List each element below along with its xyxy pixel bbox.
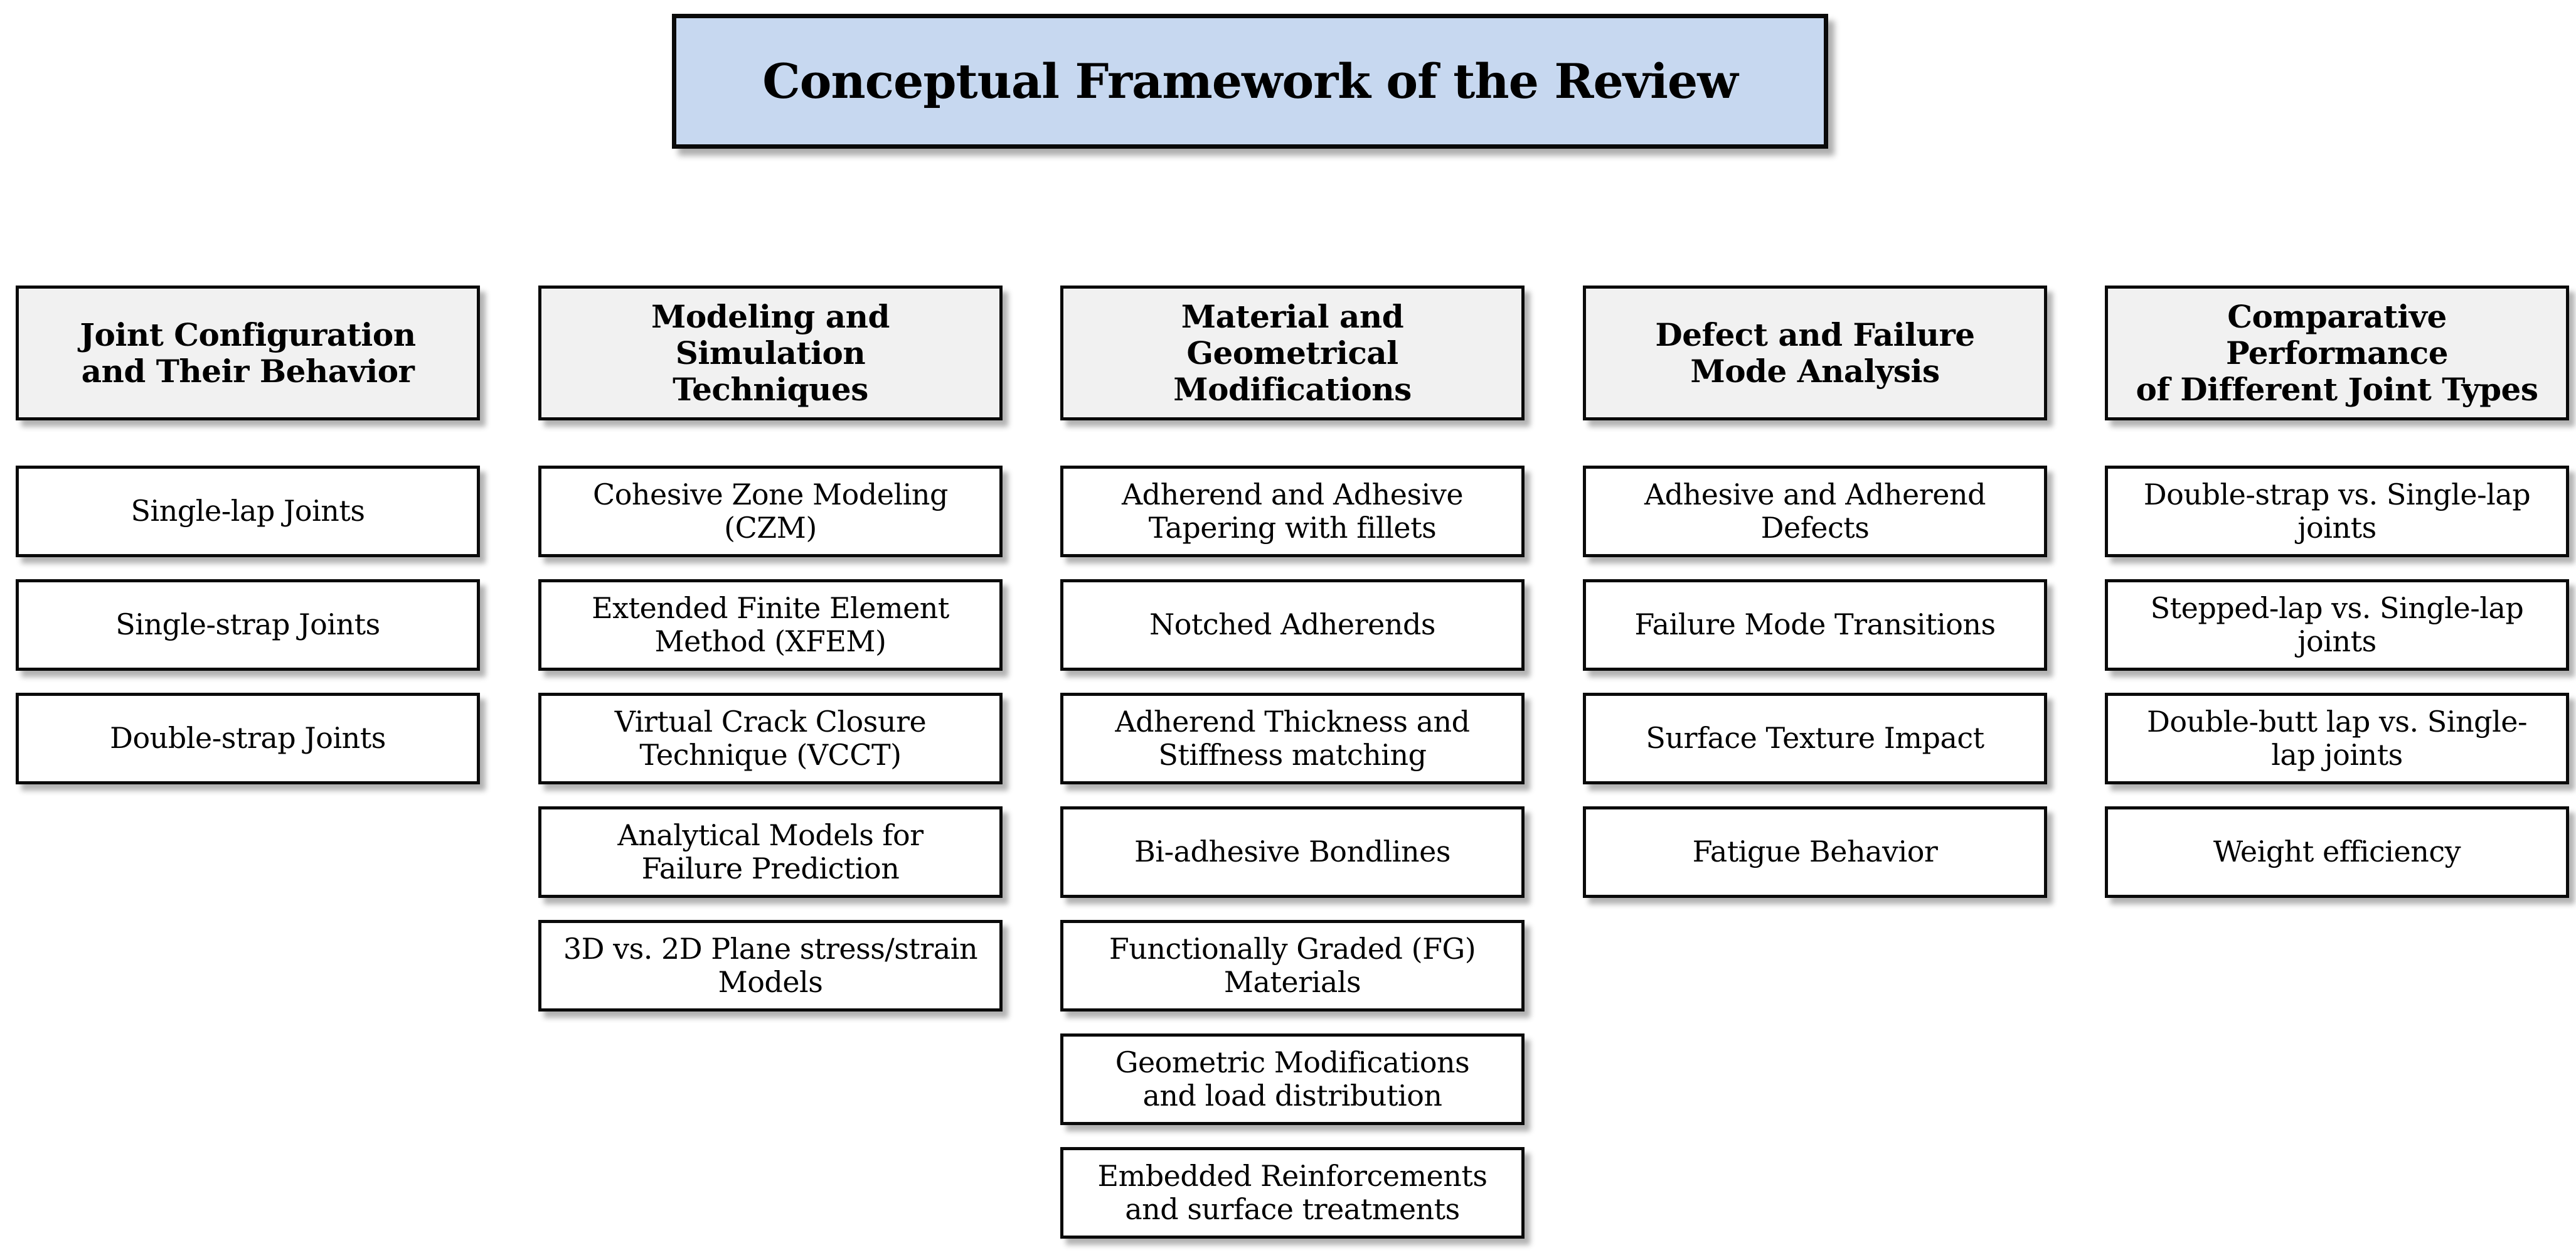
item-label: Embedded Reinforcements and surface trea… — [1097, 1158, 1488, 1226]
item-box: Embedded Reinforcements and surface trea… — [1060, 1147, 1525, 1239]
item-label: Adhesive and Adherend Defects — [1644, 477, 1986, 545]
item-label: Extended Finite Element Method (XFEM) — [592, 590, 949, 658]
item-box: Notched Adherends — [1060, 579, 1525, 671]
column-header-box: Modeling and Simulation Techniques — [538, 286, 1003, 420]
item-label: Adherend Thickness and Stiffness matchin… — [1115, 704, 1470, 772]
item-box: Functionally Graded (FG) Materials — [1060, 920, 1525, 1012]
item-box: Fatigue Behavior — [1583, 806, 2047, 898]
item-box: Virtual Crack Closure Technique (VCCT) — [538, 693, 1003, 784]
item-box: Extended Finite Element Method (XFEM) — [538, 579, 1003, 671]
item-box: Cohesive Zone Modeling (CZM) — [538, 466, 1003, 557]
column-header-box: Comparative Performance of Different Joi… — [2105, 286, 2569, 420]
item-box: Double-strap Joints — [16, 693, 480, 784]
item-box: Bi-adhesive Bondlines — [1060, 806, 1525, 898]
item-box: Geometric Modifications and load distrib… — [1060, 1033, 1525, 1125]
item-label: Bi-adhesive Bondlines — [1134, 835, 1450, 869]
item-label: Geometric Modifications and load distrib… — [1115, 1045, 1470, 1113]
item-label: Double-butt lap vs. Single- lap joints — [2146, 704, 2528, 772]
item-box: Double-strap vs. Single-lap joints — [2105, 466, 2569, 557]
item-box: Stepped-lap vs. Single-lap joints — [2105, 579, 2569, 671]
item-box: Single-strap Joints — [16, 579, 480, 671]
item-label: Analytical Models for Failure Prediction — [617, 818, 923, 885]
item-box: Weight efficiency — [2105, 806, 2569, 898]
item-box: 3D vs. 2D Plane stress/strain Models — [538, 920, 1003, 1012]
column-header-label: Joint Configuration and Their Behavior — [80, 316, 416, 390]
item-label: Notched Adherends — [1149, 607, 1436, 642]
item-box: Surface Texture Impact — [1583, 693, 2047, 784]
item-box: Adherend and Adhesive Tapering with fill… — [1060, 466, 1525, 557]
item-label: Double-strap vs. Single-lap joints — [2143, 477, 2531, 545]
title-label: Conceptual Framework of the Review — [762, 53, 1738, 109]
item-label: Weight efficiency — [2213, 835, 2461, 869]
item-label: Fatigue Behavior — [1692, 835, 1938, 869]
item-box: Double-butt lap vs. Single- lap joints — [2105, 693, 2569, 784]
column-header-label: Material and Geometrical Modifications — [1173, 297, 1412, 408]
item-label: Functionally Graded (FG) Materials — [1109, 931, 1476, 999]
item-box: Single-lap Joints — [16, 466, 480, 557]
item-label: Adherend and Adhesive Tapering with fill… — [1121, 477, 1464, 545]
item-label: 3D vs. 2D Plane stress/strain Models — [563, 931, 978, 999]
column-header-label: Defect and Failure Mode Analysis — [1655, 316, 1975, 390]
item-label: Stepped-lap vs. Single-lap joints — [2150, 590, 2524, 658]
title-box: Conceptual Framework of the Review — [672, 14, 1828, 149]
item-box: Adherend Thickness and Stiffness matchin… — [1060, 693, 1525, 784]
column-header-box: Defect and Failure Mode Analysis — [1583, 286, 2047, 420]
column-5: Comparative Performance of Different Joi… — [2105, 286, 2569, 920]
item-label: Virtual Crack Closure Technique (VCCT) — [614, 704, 927, 772]
column-header-box: Material and Geometrical Modifications — [1060, 286, 1525, 420]
item-label: Single-lap Joints — [130, 494, 365, 528]
item-label: Failure Mode Transitions — [1634, 607, 1996, 642]
item-box: Failure Mode Transitions — [1583, 579, 2047, 671]
item-box: Adhesive and Adherend Defects — [1583, 466, 2047, 557]
item-label: Cohesive Zone Modeling (CZM) — [593, 477, 948, 545]
item-label: Single-strap Joints — [115, 607, 380, 642]
column-header-label: Comparative Performance of Different Joi… — [2136, 297, 2538, 408]
column-header-box: Joint Configuration and Their Behavior — [16, 286, 480, 420]
item-box: Analytical Models for Failure Prediction — [538, 806, 1003, 898]
column-header-label: Modeling and Simulation Techniques — [651, 297, 890, 408]
item-label: Surface Texture Impact — [1646, 721, 1984, 755]
item-label: Double-strap Joints — [110, 721, 386, 755]
